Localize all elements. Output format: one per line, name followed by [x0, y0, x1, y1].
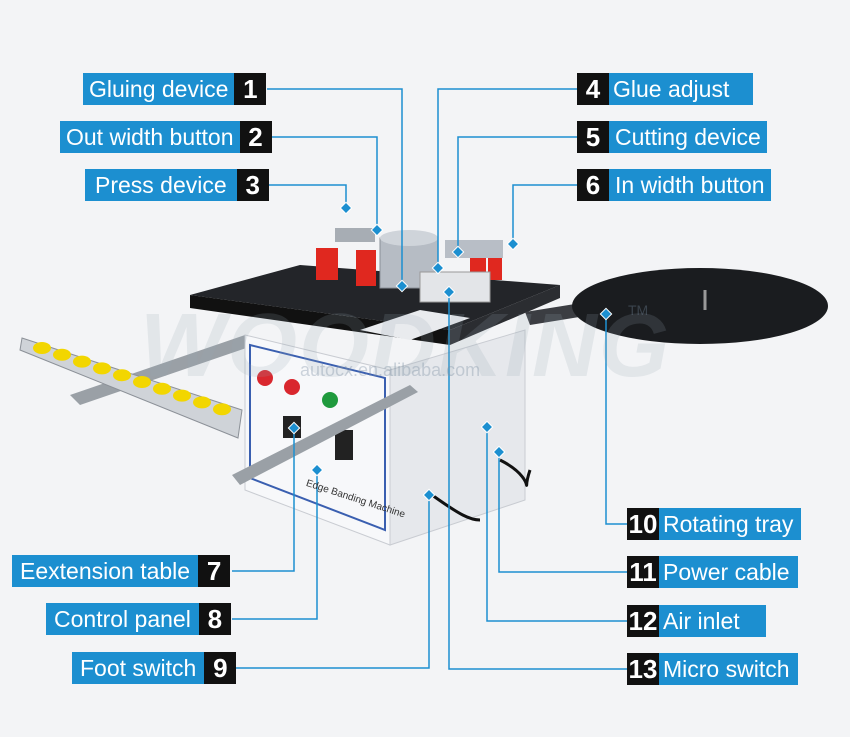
micro-switch-plate	[419, 271, 491, 303]
leader-line	[437, 88, 577, 268]
leader-line	[267, 88, 403, 286]
foot-switch-cable	[431, 493, 481, 522]
work-table-edge-side	[450, 285, 560, 345]
leader-marker	[422, 488, 436, 502]
callout-number: 3	[236, 169, 269, 201]
red-button-2	[284, 379, 300, 395]
yellow-roller	[93, 362, 111, 375]
instruction-sheet	[360, 310, 470, 340]
control-panel-plate	[249, 343, 386, 532]
callout-label: Foot switch	[72, 652, 205, 684]
press-arm	[335, 228, 375, 242]
callout-number: 10	[627, 508, 659, 540]
leader-line	[232, 470, 318, 620]
leader-line	[605, 314, 627, 525]
yellow-roller	[153, 382, 171, 395]
leader-line	[232, 428, 295, 572]
callout-label: Out width button	[60, 121, 240, 153]
callout-press-device: Press device 3	[85, 169, 269, 201]
callout-in-width-button: 6 In width button	[577, 169, 771, 201]
callout-label: Eextension table	[12, 555, 199, 587]
yellow-roller	[193, 396, 211, 409]
leader-marker	[492, 445, 506, 459]
leader-marker	[370, 223, 384, 237]
leader-line	[267, 136, 378, 230]
cabinet-side	[389, 329, 526, 546]
callout-number: 11	[627, 556, 659, 588]
callout-label: Press device	[85, 169, 237, 201]
callout-number: 2	[239, 121, 272, 153]
callout-number: 13	[627, 653, 659, 685]
callout-air-inlet: 12 Air inlet	[627, 605, 766, 637]
press-roller-red-4	[488, 252, 502, 280]
callout-control-panel: Control panel 8	[46, 603, 231, 635]
callout-number: 12	[627, 605, 659, 637]
display-box	[335, 430, 353, 460]
leader-marker	[480, 420, 494, 434]
rotating-tray-disc	[572, 268, 828, 344]
callout-glue-adjust: 4 Glue adjust	[577, 73, 754, 105]
callout-label: Power cable	[659, 556, 798, 588]
glue-pot-top	[380, 230, 438, 246]
leader-marker	[395, 279, 409, 293]
red-button	[257, 370, 273, 386]
callout-micro-switch: 13 Micro switch	[627, 653, 798, 685]
callout-out-width-button: Out width button 2	[60, 121, 272, 153]
leader-line	[232, 495, 430, 669]
press-roller-red-2	[356, 250, 376, 286]
site-watermark: autocx.en.alibaba.com	[300, 360, 481, 380]
leader-marker	[310, 463, 324, 477]
leader-marker	[431, 261, 445, 275]
callout-label: Rotating tray	[659, 508, 802, 540]
yellow-roller	[53, 348, 71, 361]
callout-number: 8	[198, 603, 231, 635]
callout-foot-switch: Foot switch 9	[72, 652, 237, 684]
callout-label: Glue adjust	[609, 73, 754, 105]
callout-number: 6	[577, 169, 609, 201]
press-roller-red-1	[316, 248, 338, 280]
yellow-roller	[133, 376, 151, 388]
leader-line	[512, 184, 577, 244]
leader-line	[448, 292, 627, 670]
callout-rotating-tray: 10 Rotating tray	[627, 508, 802, 540]
green-button	[322, 392, 338, 408]
callout-gluing-device: Gluing device 1	[83, 73, 267, 105]
callout-label: Air inlet	[659, 605, 766, 637]
tm-mark: TM	[628, 302, 649, 318]
callout-number: 7	[198, 555, 231, 587]
callout-label: Micro switch	[659, 653, 798, 685]
power-cable-line	[499, 458, 532, 487]
callout-label: Control panel	[46, 603, 199, 635]
callout-number: 9	[204, 652, 237, 684]
callout-label: Gluing device	[83, 73, 235, 105]
yellow-roller	[113, 369, 131, 382]
yellow-roller	[213, 403, 231, 416]
brand-watermark: WOODKING	[140, 296, 671, 396]
yellow-roller	[33, 342, 51, 354]
leader-line	[457, 136, 577, 252]
leader-marker	[442, 285, 456, 299]
callout-power-cable: 11 Power cable	[627, 556, 798, 588]
leader-line	[267, 184, 347, 208]
callout-number: 1	[234, 73, 267, 105]
callout-cutting-device: 5 Cutting device	[577, 121, 767, 153]
leader-line	[498, 452, 627, 573]
leader-marker	[599, 307, 613, 321]
leader-marker	[339, 201, 353, 215]
leader-marker	[451, 245, 465, 259]
callout-extension-table: Eextension table 7	[12, 555, 231, 587]
callout-number: 4	[577, 73, 609, 105]
yellow-roller	[173, 389, 191, 402]
callout-number: 5	[577, 121, 609, 153]
callout-label: In width button	[609, 169, 771, 201]
leader-line	[486, 427, 627, 622]
yellow-roller	[73, 355, 91, 368]
leader-marker	[287, 421, 301, 435]
extension-rail-front	[232, 385, 418, 485]
callout-label: Cutting device	[609, 121, 767, 153]
cutting-guard	[445, 240, 503, 258]
leader-marker	[506, 237, 520, 251]
